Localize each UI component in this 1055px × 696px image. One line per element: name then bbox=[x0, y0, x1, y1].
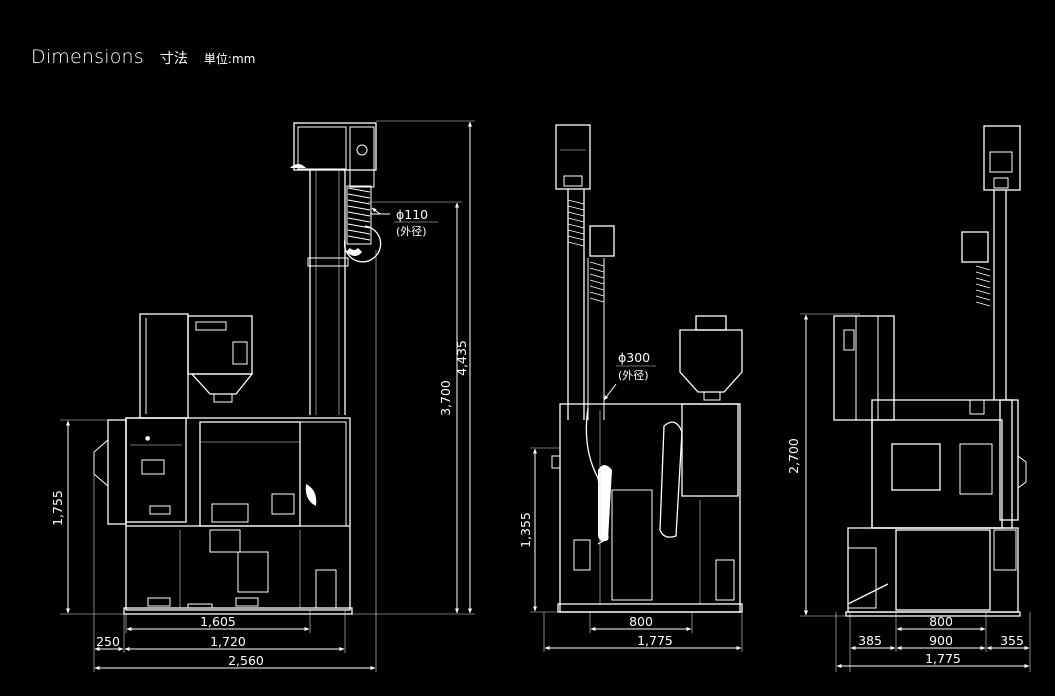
title-unit: 単位:mm bbox=[203, 52, 256, 66]
dim-1355: 1,355 bbox=[518, 512, 533, 548]
dim-1755: 1,755 bbox=[50, 490, 65, 526]
dim-800-side: 800 bbox=[629, 614, 653, 629]
dim-250: 250 bbox=[96, 634, 120, 649]
dim-800-rear: 800 bbox=[929, 614, 953, 629]
dim-385: 385 bbox=[858, 633, 882, 648]
title-main: Dimensions bbox=[31, 46, 144, 68]
pipe-diameter-v1: ϕ110 bbox=[396, 207, 428, 222]
front-view: ● bbox=[93, 122, 382, 615]
dim-3700: 3,700 bbox=[438, 380, 453, 416]
dim-1605: 1,605 bbox=[200, 614, 236, 629]
side-view-dimensions: 800 1,775 1,355 ϕ300 (外径) bbox=[518, 350, 743, 652]
side-view bbox=[551, 124, 743, 613]
dim-1775-rear: 1,775 bbox=[925, 651, 961, 666]
svg-text:●: ● bbox=[145, 435, 150, 442]
dim-2560: 2,560 bbox=[228, 653, 264, 668]
spiral-pipe bbox=[347, 187, 371, 241]
spiral-pipe-side-2 bbox=[589, 261, 605, 303]
title-sub: 寸法 bbox=[159, 51, 188, 67]
dim-1720: 1,720 bbox=[210, 634, 246, 649]
dim-4435: 4,435 bbox=[454, 340, 469, 376]
pipe-diameter-v2: ϕ300 bbox=[618, 350, 650, 365]
pipe-note-v2: (外径) bbox=[618, 369, 649, 382]
dim-900: 900 bbox=[929, 633, 953, 648]
dim-355: 355 bbox=[1000, 633, 1024, 648]
spiral-pipe-side bbox=[567, 199, 585, 247]
page-title: Dimensions 寸法 単位:mm bbox=[31, 46, 255, 68]
rear-view bbox=[833, 125, 1027, 617]
pipe-note-v1: (外径) bbox=[396, 225, 427, 238]
dim-2700: 2,700 bbox=[786, 438, 801, 474]
rear-view-dimensions: 800 385 900 355 1,775 2,700 bbox=[786, 313, 1031, 672]
front-view-dimensions: 1,605 250 1,720 2,560 1,755 3,700 4,435 bbox=[50, 120, 475, 672]
dim-1775-side: 1,775 bbox=[637, 633, 673, 648]
spiral-pipe-rear bbox=[975, 265, 991, 307]
